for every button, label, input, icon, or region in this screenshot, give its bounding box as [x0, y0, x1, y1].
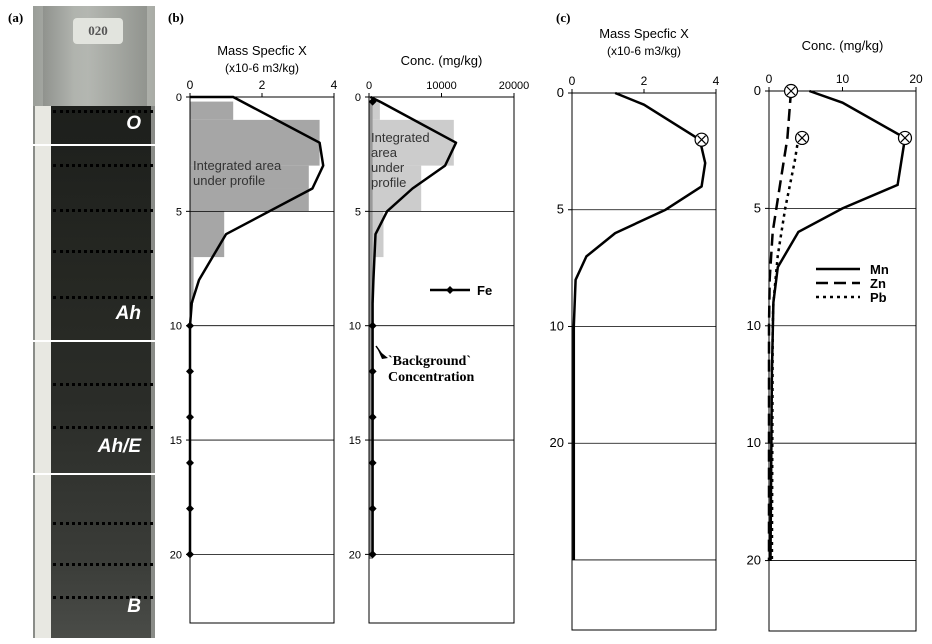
horizon-ahe-label: Ah/E [97, 436, 141, 457]
b2-profile-line [369, 95, 458, 557]
b1-marker-0 [186, 321, 194, 330]
c2-y-tick-3: 10 [747, 435, 761, 450]
b1-histogram-bar-4 [190, 211, 225, 258]
horizon-o-label: O [126, 113, 141, 134]
c2-y-tick-2: 10 [747, 318, 761, 333]
integrated-area-label-b1: Integrated area under profile [193, 158, 282, 188]
c1-y-tick-3: 20 [550, 435, 564, 450]
b2-histogram-bar-1 [369, 119, 454, 166]
c2-series-pb [770, 137, 800, 561]
b2-title: Conc. (mg/kg) [401, 53, 483, 68]
soil-core-photo: 020 O Ah Ah/E B [33, 6, 155, 638]
b1-y-tick-4: 20 [170, 549, 182, 561]
b2-marker-3 [368, 413, 377, 422]
c2-y-tick-0: 0 [754, 83, 761, 98]
c2-circled-marker-cross-0 [786, 86, 796, 96]
c2-legend-pb-label: Pb [870, 290, 887, 305]
b2-marker-5 [368, 504, 377, 513]
background-arrow-shaft [375, 345, 384, 357]
b2-y-tick-4: 20 [349, 549, 361, 561]
b2-y-tick-0: 0 [355, 92, 361, 104]
b1-units: (x10-6 m3/kg) [225, 61, 299, 75]
b2-legend-fe-label: Fe [477, 283, 492, 298]
b1-histogram-bar-1 [190, 119, 320, 166]
b2-legend-fe-marker [446, 286, 454, 294]
c2-x-tick-0: 0 [766, 72, 773, 86]
b1-histogram-bar-2 [190, 165, 309, 189]
horizon-ah-label: Ah [115, 303, 141, 324]
b1-y-tick-2: 10 [170, 321, 182, 333]
integrated-area-label-b2: Integrated area under profile [371, 130, 430, 190]
b2-x-tick-0: 0 [366, 80, 372, 92]
b2-marker-6 [368, 550, 377, 559]
panel-label-a: (a) [8, 10, 24, 25]
b2-x-tick-2: 20000 [499, 80, 530, 92]
b2-histogram-bar-0 [369, 101, 380, 120]
b1-y-tick-3: 15 [170, 435, 182, 447]
c2-title: Conc. (mg/kg) [802, 38, 884, 53]
c1-y-tick-2: 10 [550, 318, 564, 333]
b2-y-tick-3: 15 [349, 435, 361, 447]
c2-legend-mn-label: Mn [870, 262, 889, 277]
b2-y-tick-1: 5 [355, 206, 361, 218]
b2-marker-2 [368, 367, 377, 376]
c1-y-tick-1: 5 [557, 202, 564, 217]
horizon-b-label: B [127, 596, 141, 617]
b2-y-tick-2: 10 [349, 321, 361, 333]
b1-x-tick-1: 2 [259, 78, 266, 92]
c1-title: Mass Specfic X [599, 26, 689, 41]
c2-x-tick-1: 10 [836, 72, 850, 86]
b1-y-tick-0: 0 [176, 92, 182, 104]
c2-x-tick-2: 20 [909, 72, 923, 86]
b2-marker-1 [368, 321, 377, 330]
b2-marker-0 [368, 97, 377, 106]
b1-x-tick-2: 4 [331, 78, 338, 92]
b2-x-tick-1: 10000 [426, 80, 457, 92]
c1-plot-frame [571, 92, 717, 631]
c1-profile-line [572, 91, 707, 560]
b1-marker-4 [186, 504, 194, 513]
c1-y-tick-0: 0 [557, 85, 564, 100]
b1-title: Mass Specfic X [217, 43, 307, 58]
core-cap-label: 020 [73, 18, 123, 44]
panel-label-c: (c) [556, 10, 571, 25]
c2-circled-marker-cross-2 [900, 133, 910, 143]
b1-marker-5 [186, 550, 194, 559]
background-concentration-label: `Background` Concentration [388, 354, 475, 385]
c1-units: (x10-6 m3/kg) [607, 44, 681, 58]
c1-x-tick-1: 2 [641, 74, 648, 88]
c1-x-tick-0: 0 [569, 74, 576, 88]
panel-label-b: (b) [168, 10, 184, 25]
c2-series-zn [767, 90, 793, 561]
b1-marker-2 [186, 413, 194, 422]
b1-marker-1 [186, 367, 194, 376]
b1-histogram-bar-5 [190, 257, 194, 303]
c2-legend-zn-label: Zn [870, 276, 886, 291]
c1-circled-marker-cross-0 [697, 135, 707, 145]
b1-marker-3 [186, 458, 194, 467]
c2-plot-frame [768, 90, 917, 632]
b2-background-bar [369, 101, 373, 559]
c2-y-tick-4: 20 [747, 553, 761, 568]
c2-y-tick-1: 5 [754, 200, 761, 215]
b1-x-tick-0: 0 [187, 78, 194, 92]
c1-x-tick-2: 4 [713, 74, 720, 88]
b1-y-tick-1: 5 [176, 206, 182, 218]
b1-histogram-bar-0 [190, 101, 234, 120]
c2-circled-marker-cross-1 [797, 133, 807, 143]
b2-marker-4 [368, 458, 377, 467]
